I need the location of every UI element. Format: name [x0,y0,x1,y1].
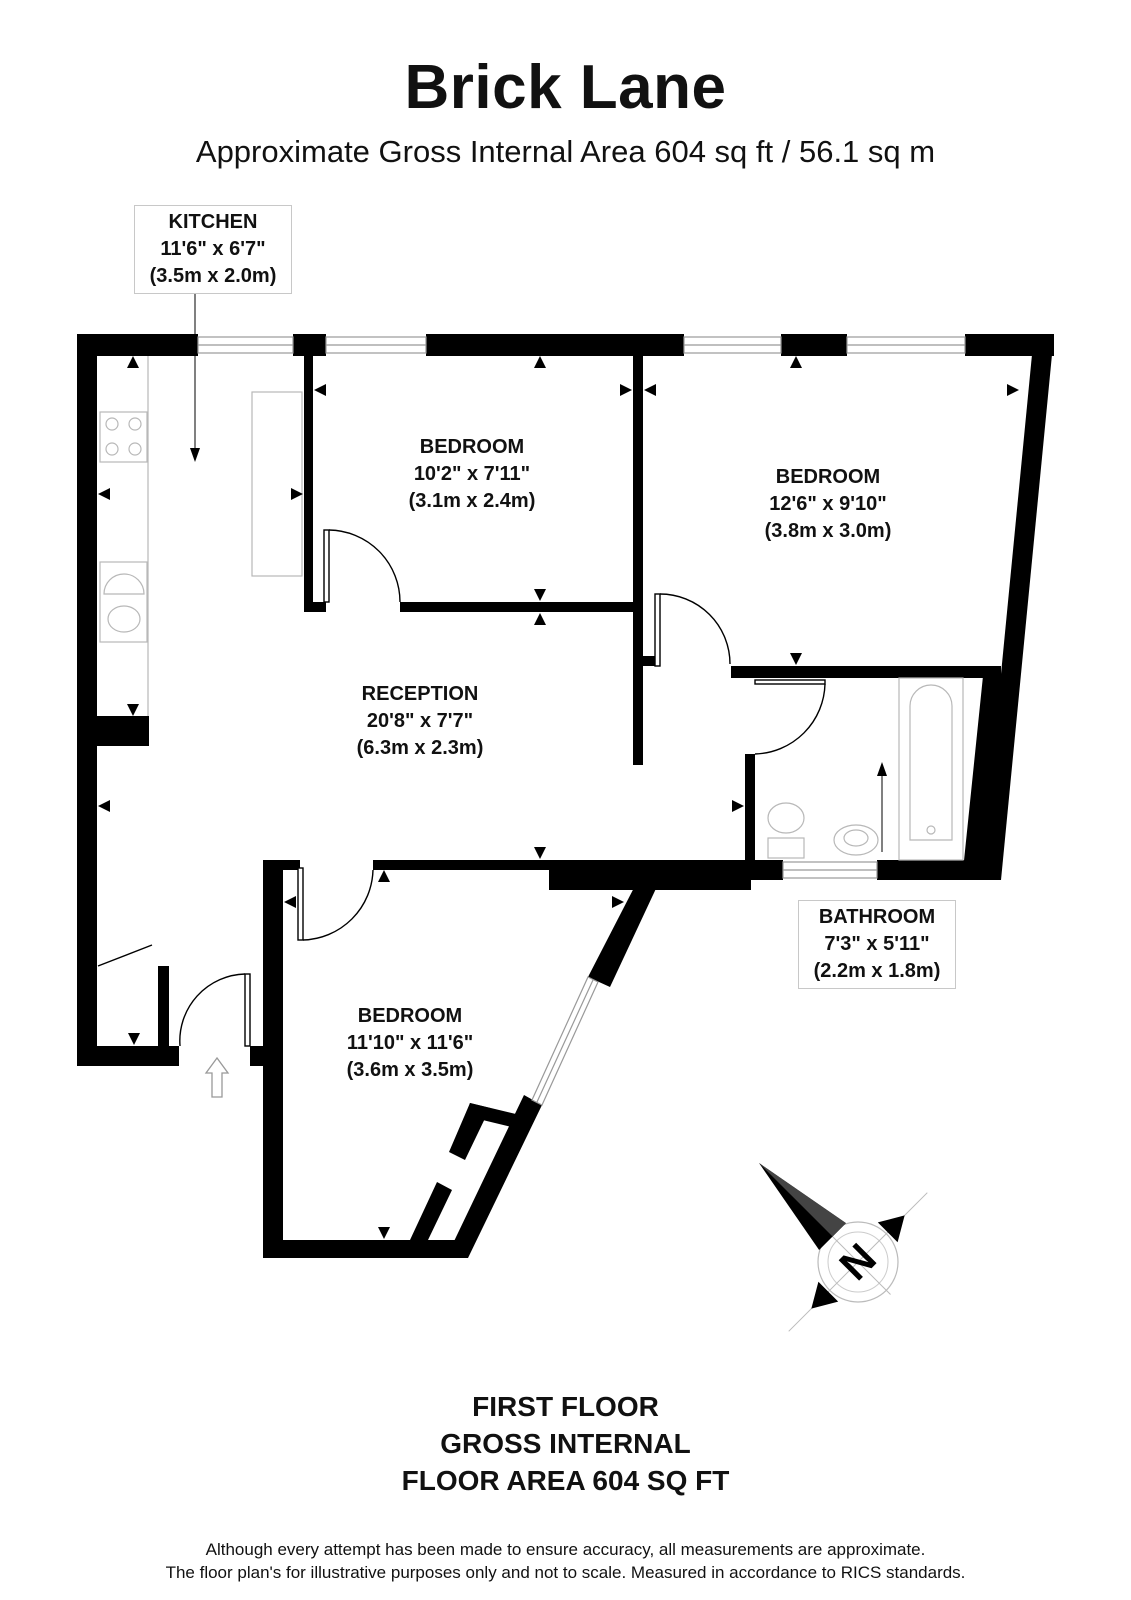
room-size-metric: (3.1m x 2.4m) [408,490,536,512]
windows [197,336,966,1106]
floor-area-line-1: GROSS INTERNAL [440,1428,691,1459]
room-label-bathroom: BATHROOM 7'3" x 5'11" (2.2m x 1.8m) [798,900,956,989]
room-size-imperial: 20'8" x 7'7" [366,710,474,732]
room-size-imperial: 10'2" x 7'11" [413,463,531,485]
dimension-arrows [98,294,1019,1239]
disclaimer-line-2: The floor plan's for illustrative purpos… [165,1563,966,1582]
room-label-bedroom-2: BEDROOM 12'6" x 9'10" (3.8m x 3.0m) [728,464,928,545]
room-name: BEDROOM [419,436,525,458]
room-size-metric: (6.3m x 2.3m) [356,737,484,759]
room-name: BEDROOM [357,1005,463,1027]
room-name: RECEPTION [361,683,479,705]
area-subtitle: Approximate Gross Internal Area 604 sq f… [195,134,936,169]
room-name: BATHROOM [818,906,936,928]
bathroom-fixtures [767,677,964,861]
room-label-reception: RECEPTION 20'8" x 7'7" (6.3m x 2.3m) [320,681,520,762]
compass-icon: N [759,1163,928,1332]
room-name: BEDROOM [775,466,881,488]
entrance-arrow-icon [204,1056,230,1098]
room-name: KITCHEN [168,211,258,233]
doors [97,529,826,1047]
room-size-metric: (2.2m x 1.8m) [813,960,941,982]
room-size-imperial: 11'10" x 11'6" [346,1032,474,1054]
kitchen-fixtures [99,356,303,716]
room-size-metric: (3.5m x 2.0m) [149,265,277,287]
room-label-bedroom-3: BEDROOM 11'10" x 11'6" (3.6m x 3.5m) [310,1003,510,1084]
disclaimer: Although every attempt has been made to … [0,1538,1131,1584]
room-label-bedroom-1: BEDROOM 10'2" x 7'11" (3.1m x 2.4m) [372,434,572,515]
room-size-imperial: 7'3" x 5'11" [824,933,930,955]
room-label-kitchen: KITCHEN 11'6" x 6'7" (3.5m x 2.0m) [134,205,292,294]
walls [77,334,1054,1258]
room-size-imperial: 11'6" x 6'7" [160,238,266,260]
disclaimer-line-1: Although every attempt has been made to … [205,1540,926,1559]
floor-name: FIRST FLOOR [472,1391,659,1422]
page-title: Brick Lane [404,53,727,122]
room-size-imperial: 12'6" x 9'10" [769,493,887,515]
floor-area-summary: FIRST FLOOR GROSS INTERNAL FLOOR AREA 60… [0,1388,1131,1499]
floor-area-line-2: FLOOR AREA 604 SQ FT [401,1465,730,1496]
room-size-metric: (3.6m x 3.5m) [346,1059,474,1081]
room-size-metric: (3.8m x 3.0m) [764,520,892,542]
